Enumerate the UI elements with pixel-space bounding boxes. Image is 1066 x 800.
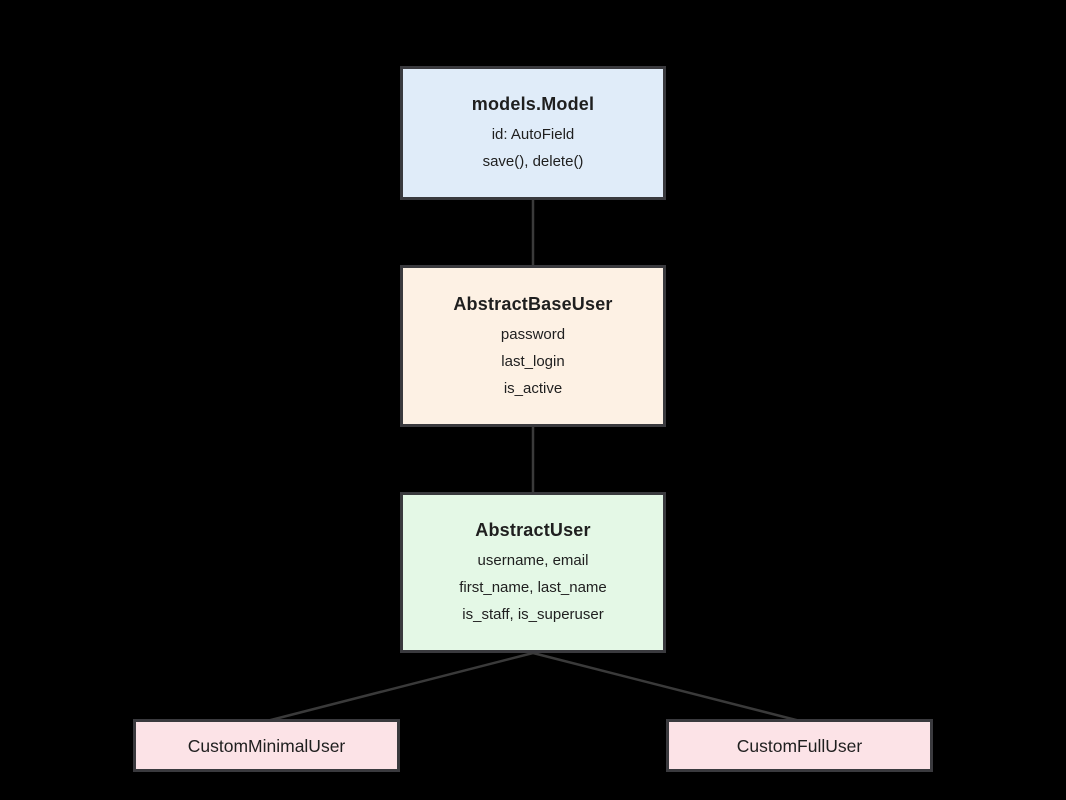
- node-title: models.Model: [471, 94, 595, 114]
- node-title: CustomMinimalUser: [187, 735, 346, 756]
- node-abstract-base-user: AbstractBaseUser password last_login is_…: [400, 265, 666, 427]
- node-title: AbstractBaseUser: [453, 293, 613, 314]
- node-attribute: password: [500, 325, 566, 343]
- node-custom-full-user: CustomFullUser: [666, 719, 933, 772]
- node-title: CustomFullUser: [736, 735, 863, 756]
- node-attribute: first_name, last_name: [459, 579, 607, 596]
- node-custom-minimal-user: CustomMinimalUser: [133, 719, 400, 772]
- edge-abstractuser-to-customminimaluser: [266, 651, 534, 723]
- node-attribute: last_login: [501, 352, 565, 370]
- edge-abstractuser-to-customfulluser: [532, 651, 801, 723]
- node-attribute: username, email: [477, 552, 589, 569]
- node-abstract-user: AbstractUser username, email first_name,…: [400, 492, 666, 653]
- node-attribute: is_active: [503, 379, 563, 397]
- node-attribute: id: AutoField: [491, 126, 575, 143]
- node-methods: save(), delete(): [482, 153, 584, 170]
- node-models-model: models.Model id: AutoField save(), delet…: [400, 66, 666, 200]
- node-title: AbstractUser: [475, 520, 591, 540]
- node-attribute: is_staff, is_superuser: [462, 606, 604, 623]
